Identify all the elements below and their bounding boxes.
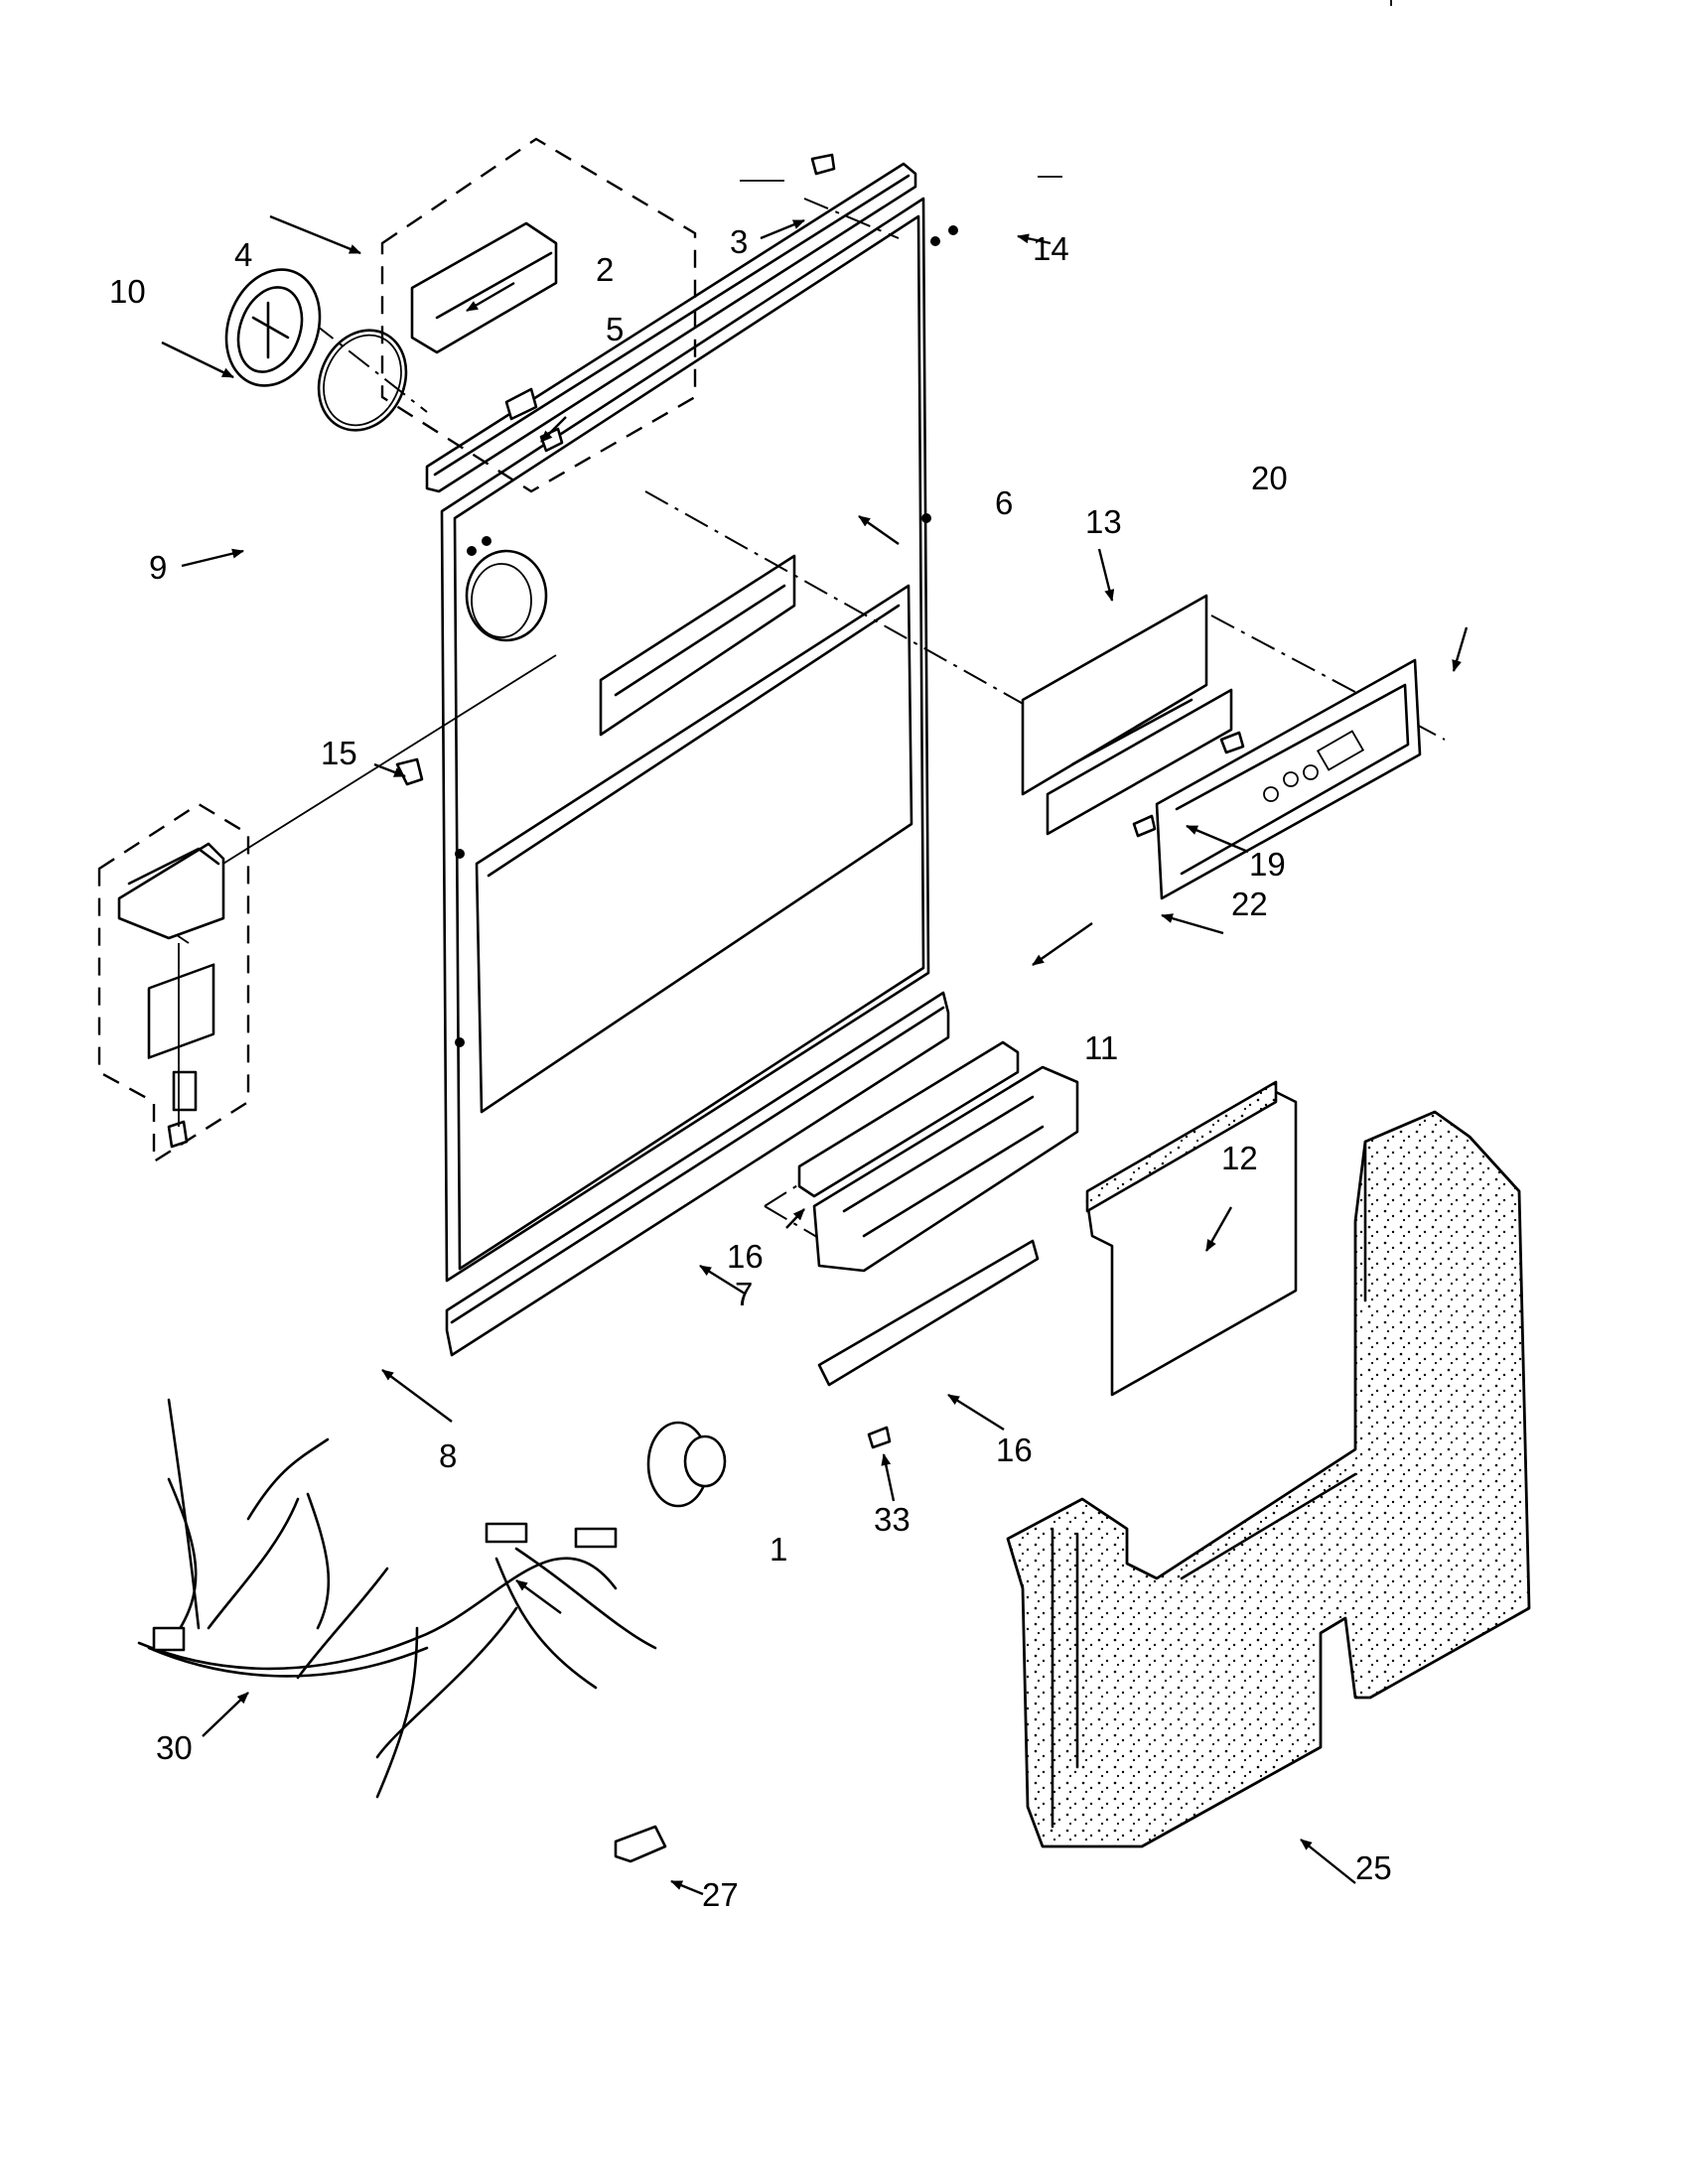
callout-13: 13 xyxy=(1085,503,1122,540)
callout-20: 20 xyxy=(1251,460,1288,496)
part-7-bottom-strip xyxy=(445,991,950,1357)
part-15-clip xyxy=(395,757,424,786)
part-9-gasket xyxy=(317,329,408,432)
callout-16b: 16 xyxy=(996,1432,1033,1468)
part-22-connector xyxy=(1132,814,1157,838)
callout-7: 7 xyxy=(735,1276,753,1312)
part-20-screw xyxy=(1219,731,1245,754)
part-3-screw xyxy=(810,153,836,176)
callout-5: 5 xyxy=(606,311,624,347)
vent-opening xyxy=(465,549,548,642)
part-1-knob xyxy=(646,1421,727,1508)
part-10-vent-cap xyxy=(224,268,322,387)
callout-6: 6 xyxy=(995,484,1013,521)
part-19-control-board xyxy=(1155,658,1422,900)
callout-1: 1 xyxy=(770,1531,787,1568)
callout-30: 30 xyxy=(156,1729,193,1766)
callout-11: 11 xyxy=(1084,1029,1118,1066)
callout-9: 9 xyxy=(149,549,167,586)
leader-arrows xyxy=(161,214,1469,1896)
part-30-wire-harness xyxy=(137,1398,657,1799)
part-14-top-channel xyxy=(425,162,917,493)
callout-19: 19 xyxy=(1249,846,1286,883)
callout-labels: 1 2 3 4 5 6 7 8 9 10 11 12 13 14 15 16 1… xyxy=(109,223,1392,1913)
callout-4: 4 xyxy=(234,236,252,273)
callout-8: 8 xyxy=(439,1437,457,1474)
part-2-switch xyxy=(504,387,538,421)
callout-10: 10 xyxy=(109,273,146,310)
top-marks xyxy=(740,0,1392,182)
callout-25: 25 xyxy=(1355,1849,1392,1886)
part-13-control-bracket xyxy=(1021,594,1233,836)
callout-16a: 16 xyxy=(727,1238,764,1275)
callout-14: 14 xyxy=(1033,230,1069,267)
part-16-upper-trim xyxy=(797,1040,1020,1198)
callout-3: 3 xyxy=(730,223,748,260)
callout-22: 22 xyxy=(1231,886,1268,922)
callout-27: 27 xyxy=(702,1876,739,1913)
part-8-dispenser-group xyxy=(97,802,250,1164)
part-27-sensor xyxy=(614,1825,667,1863)
part-6-door-panel xyxy=(440,197,958,1283)
part-12-insulation-panel xyxy=(1085,1080,1298,1397)
part-16-lower-trim xyxy=(817,1239,1040,1387)
part-11-handle-assembly xyxy=(812,1065,1079,1273)
callout-15: 15 xyxy=(321,735,357,771)
callout-12: 12 xyxy=(1221,1140,1258,1176)
callout-33: 33 xyxy=(874,1501,911,1538)
part-33-screw xyxy=(867,1426,892,1449)
part-25-door-insulation xyxy=(1006,1110,1531,1848)
callout-2: 2 xyxy=(596,251,614,288)
